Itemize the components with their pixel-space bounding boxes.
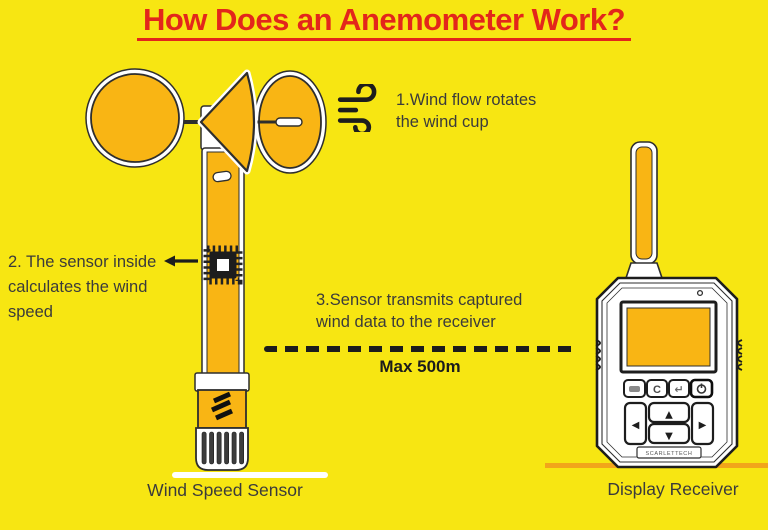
- clear-button-label: C: [653, 384, 661, 396]
- step1-note: 1.Wind flow rotates the wind cup: [396, 89, 566, 133]
- enter-button: ↵: [668, 379, 690, 398]
- power-icon: [696, 383, 707, 394]
- step2-line1: 2. The sensor inside: [8, 253, 157, 271]
- wind-speed-sensor-illustration: [85, 68, 328, 478]
- menu-button: [623, 379, 646, 398]
- step1-line1: 1.Wind flow rotates: [396, 91, 537, 109]
- left-arrow-icon: [164, 255, 198, 267]
- sensor-base-grille: [195, 427, 249, 471]
- indicator-dot: [696, 289, 704, 297]
- wind-icon: [337, 84, 377, 132]
- menu-icon: [629, 386, 640, 392]
- right-button-icon: ▶: [699, 420, 707, 431]
- wind-cup-right: [246, 70, 327, 174]
- max-range-label: Max 500m: [379, 357, 461, 376]
- grip-texture: [595, 339, 743, 371]
- function-buttons: C ↵: [623, 378, 714, 399]
- up-button-icon: ▲: [665, 410, 673, 421]
- left-button-icon: ◀: [632, 420, 640, 431]
- clear-button: C: [646, 379, 668, 398]
- wind-cup-left: [85, 68, 185, 168]
- step2-line2: calculates the wind: [8, 278, 148, 296]
- antenna: [624, 141, 664, 279]
- down-button-icon: ▼: [665, 431, 673, 442]
- chip-icon: [203, 245, 243, 285]
- step1-line2: the wind cup: [396, 113, 489, 131]
- enter-icon: ↵: [674, 383, 683, 396]
- sensor-collar: [194, 372, 250, 392]
- receiver-caption: Display Receiver: [607, 479, 739, 499]
- step3-note: 3.Sensor transmits captured wind data to…: [316, 289, 546, 333]
- step2-line3: speed: [8, 303, 53, 321]
- transmission-dashed-line: [264, 346, 576, 352]
- title-row: How Does an Anemometer Work?: [0, 0, 768, 41]
- arrow-pad: ◀ ▶ ▲ ▼: [623, 401, 715, 446]
- step3-line2: wind data to the receiver: [316, 313, 496, 331]
- page-title: How Does an Anemometer Work?: [136, 3, 632, 41]
- brand-plate: SCARLETTECH: [636, 446, 702, 459]
- display-receiver-illustration: C ↵ ◀ ▶ ▲ ▼: [595, 141, 743, 469]
- brand-label: SCARLETTECH: [646, 451, 693, 457]
- lightning-logo-icon: [197, 389, 247, 429]
- receiver-screen: [619, 300, 718, 374]
- power-button: [689, 378, 714, 399]
- wind-cup-front: [197, 69, 258, 175]
- sensor-caption: Wind Speed Sensor: [147, 480, 303, 500]
- step2-note: 2. The sensor inside calculates the wind…: [8, 250, 173, 325]
- ground-line: [172, 472, 328, 478]
- step3-line1: 3.Sensor transmits captured: [316, 291, 523, 309]
